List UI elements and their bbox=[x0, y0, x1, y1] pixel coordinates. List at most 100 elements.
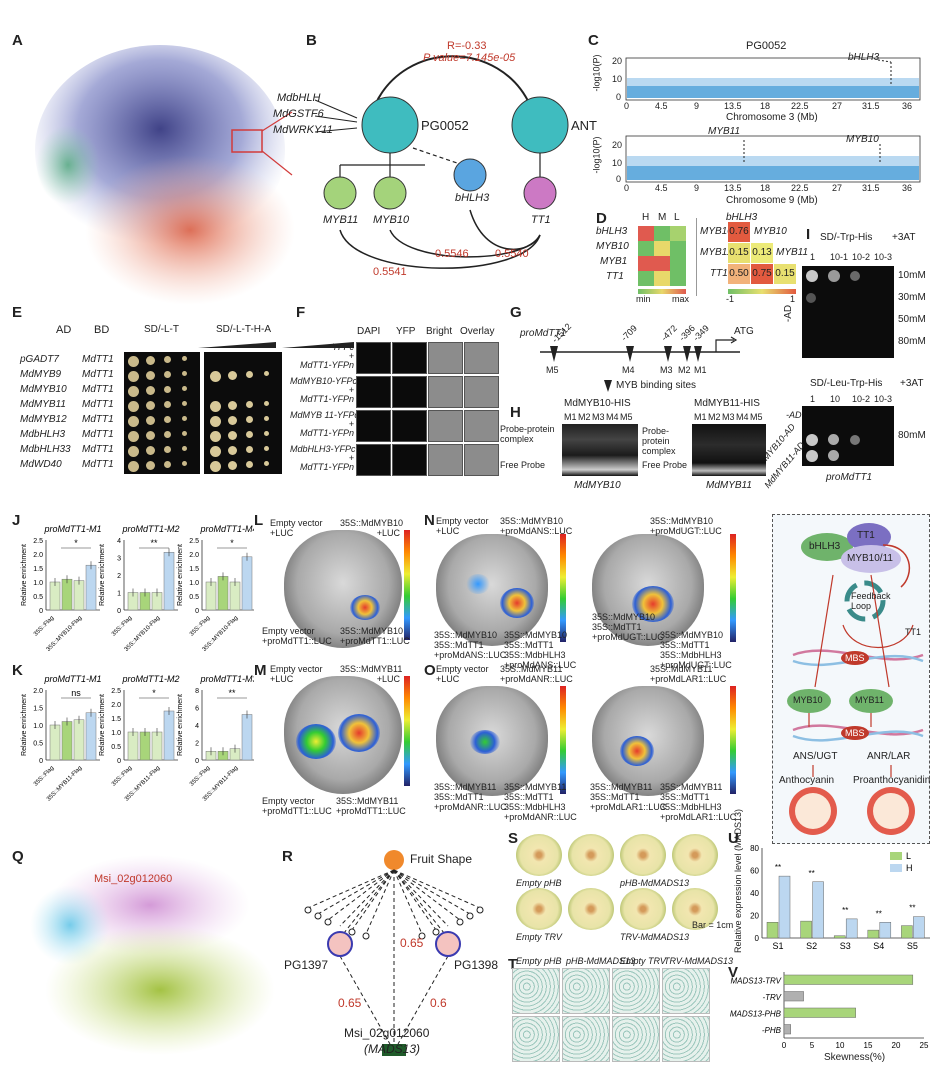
ytick-1-0: 0 bbox=[616, 92, 622, 102]
u-bar bbox=[800, 920, 812, 939]
corr-cell-2: 0.15 bbox=[728, 243, 750, 263]
j-ytick: 2.0 bbox=[189, 552, 199, 559]
corr-scale-max: 1 bbox=[790, 294, 796, 304]
xtick-1-2: 9 bbox=[694, 101, 700, 111]
j-title-2: proMdTT1-M4 bbox=[199, 524, 254, 534]
k-ytick: 8 bbox=[195, 688, 199, 695]
h2-lane-3: M3 bbox=[722, 412, 735, 422]
corr-scale bbox=[728, 289, 796, 294]
corr-cell-3: 0.13 bbox=[751, 243, 773, 263]
j-bar bbox=[73, 580, 85, 611]
apple-cross-section bbox=[672, 834, 718, 876]
p-pro: Proanthocyanidin bbox=[853, 775, 931, 786]
j-bar bbox=[217, 576, 229, 611]
k-title-1: proMdTT1-M2 bbox=[121, 674, 179, 684]
input-gene-1: MdbHLH bbox=[277, 92, 321, 104]
tissue-panel-t: Empty pHB pHB-MdMADS13 Empty TRV TRV-MdM… bbox=[512, 956, 733, 1066]
xtick-2-4: 18 bbox=[760, 183, 771, 193]
k-xcat: 35S::Flag bbox=[189, 765, 211, 787]
e-colony-sel bbox=[246, 416, 253, 423]
e-bd-7: MdTT1 bbox=[82, 459, 114, 470]
bhlh3-label: bHLH3 bbox=[455, 192, 490, 204]
corr-row-2: MYB11 bbox=[700, 247, 733, 258]
f-row-2-1: + bbox=[348, 419, 354, 429]
k-bar bbox=[163, 710, 175, 761]
e-colony-sel bbox=[228, 446, 237, 455]
corr-scale-min: -1 bbox=[726, 294, 735, 304]
i-conc-30: 30mM bbox=[898, 292, 926, 303]
u-ytick: 20 bbox=[750, 912, 759, 921]
e-col-1: SD/-L-T bbox=[144, 324, 179, 335]
f-micrograph bbox=[356, 376, 391, 408]
u-ytick: 0 bbox=[755, 934, 760, 943]
e-colony bbox=[182, 386, 187, 391]
hub-pg0052-label: PG0052 bbox=[421, 118, 469, 133]
v-xtick: 25 bbox=[920, 1041, 929, 1050]
xtick-2-6: 27 bbox=[832, 183, 843, 193]
k-ytick: 1.5 bbox=[111, 716, 121, 723]
k-ytick: 2 bbox=[195, 741, 199, 748]
k-bar bbox=[49, 724, 61, 761]
u-bar bbox=[867, 929, 880, 939]
o-l-bl: 35S::MdMYB11 35S::MdTT1 +proMdANR::LUC bbox=[434, 782, 507, 812]
ytick-2-10: 10 bbox=[612, 158, 623, 168]
n-r-tr: 35S::MdMYB10 +proMdUGT::LUC bbox=[650, 516, 722, 536]
heat-row-1: bHLH3 bbox=[596, 226, 628, 237]
e-bd-5: MdTT1 bbox=[82, 429, 114, 440]
u-bar bbox=[833, 935, 846, 939]
manhattan-xlabel-1: Chromosome 3 (Mb) bbox=[726, 112, 818, 123]
k-ylabel: Relative enrichment bbox=[21, 694, 28, 756]
e-colony bbox=[128, 386, 139, 397]
e-col-ad: AD bbox=[56, 324, 72, 336]
node-msi bbox=[382, 1044, 406, 1056]
k-ylabel: Relative enrichment bbox=[177, 694, 184, 756]
h-complex-2: Probe-protein complex bbox=[642, 426, 676, 456]
xtick-1-6: 27 bbox=[832, 101, 843, 111]
j-ytick: 0 bbox=[39, 608, 43, 615]
e-colony bbox=[164, 416, 171, 423]
g-site-m3: M3 bbox=[660, 365, 673, 375]
j-bar bbox=[205, 581, 217, 611]
e-colony bbox=[182, 416, 187, 421]
emsa-panel-h: MdMYB10-HIS MdMYB11-HIS M1 M2 M3 M4 M5 P… bbox=[500, 398, 770, 493]
p-mbs-2: MBS bbox=[845, 728, 865, 738]
e-colony-sel bbox=[264, 431, 269, 436]
r-corr-left: 0.65 bbox=[338, 996, 362, 1010]
i-dil-3: 10-2 bbox=[852, 252, 871, 262]
k-ytick: 2.5 bbox=[111, 688, 121, 695]
i-bottom-3at: +3AT bbox=[900, 378, 924, 389]
h-free-2: Free Probe bbox=[642, 460, 688, 470]
l-tl: Empty vector +LUC bbox=[270, 518, 323, 538]
tissue-micrograph bbox=[512, 968, 560, 1014]
panel-s-label: S bbox=[508, 830, 519, 847]
o-r-br: 35S::MdMYB11 35S::MdTT1 35S::MdbHLH3 +pr… bbox=[660, 782, 737, 822]
j-title-1: proMdTT1-M2 bbox=[121, 524, 179, 534]
e-colony-sel bbox=[264, 416, 269, 421]
model-panel-p: TT1 bHLH3 MYB10/11 Feedback Loop TT1 MBS… bbox=[772, 514, 930, 844]
h-sub-1: MdMYB10 bbox=[574, 480, 621, 491]
g-atg: ATG bbox=[734, 326, 754, 337]
j-bar bbox=[241, 556, 253, 611]
r-right: PG1398 bbox=[454, 958, 499, 972]
e-colony bbox=[146, 416, 155, 425]
f-row-3-1: + bbox=[348, 453, 354, 463]
e-colony bbox=[164, 371, 171, 378]
e-colony-sel bbox=[264, 401, 269, 406]
panel-d-label: D bbox=[596, 210, 607, 227]
u-bar bbox=[913, 916, 925, 939]
f-row-0-2: MdTT1-YFPn bbox=[299, 360, 354, 370]
k-ytick: 1.0 bbox=[33, 723, 43, 730]
panel-q-label: Q bbox=[12, 848, 24, 865]
j-ytick: 1 bbox=[117, 591, 121, 598]
j-ytick: 1.0 bbox=[189, 580, 199, 587]
u-legend-label: L bbox=[906, 851, 911, 861]
k-sig: ns bbox=[71, 688, 81, 698]
u-legend-swatch bbox=[890, 852, 902, 860]
node-myb11 bbox=[323, 176, 357, 210]
tissue-micrograph bbox=[662, 1016, 710, 1062]
h-sub-2: MdMYB11 bbox=[706, 480, 752, 491]
panel-i-label: I bbox=[806, 226, 811, 243]
s-row1-l: Empty pHB bbox=[516, 878, 562, 888]
